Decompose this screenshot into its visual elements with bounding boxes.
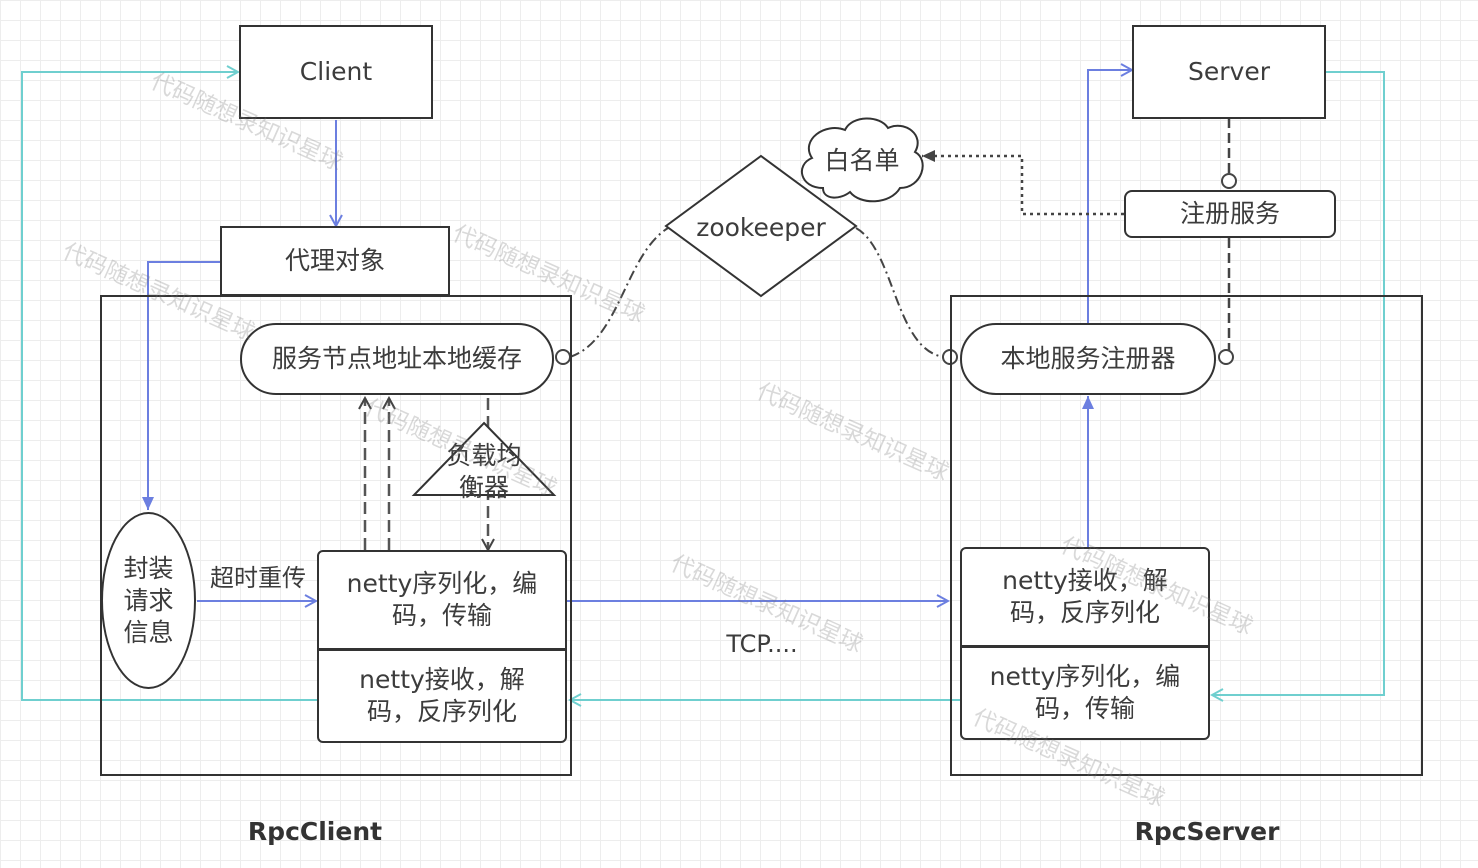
edge-server-to-server-send — [1212, 71, 1385, 695]
server-netty-send-node: netty序列化，编 码，传输 — [960, 646, 1210, 740]
zookeeper-diamond — [664, 154, 858, 298]
zookeeper-label: zookeeper — [696, 213, 826, 242]
rpc-server-title: RpcServer — [1134, 817, 1280, 846]
client-node: Client — [239, 25, 433, 119]
whitelist-label: 白名单 — [824, 146, 900, 175]
service-cache-node: 服务节点地址本地缓存 — [240, 323, 554, 395]
load-balancer-label: 负载均 衡器 — [446, 441, 522, 502]
edge-proxy-to-wrap — [142, 261, 220, 510]
register-service-node: 注册服务 — [1124, 190, 1336, 238]
edge-cache-to-zookeeper — [569, 227, 669, 358]
rpc-server-container — [950, 295, 1423, 776]
rpc-client-title: RpcClient — [247, 817, 383, 846]
server-node: Server — [1132, 25, 1326, 119]
edge-registry-to-server — [1087, 70, 1132, 324]
server-netty-receive-node: netty接收，解 码，反序列化 — [960, 547, 1210, 647]
edge-register-to-whitelist — [922, 150, 1124, 216]
load-balancer-triangle — [411, 421, 557, 496]
wrap-request-node: 封装 请求 信息 — [101, 512, 196, 689]
rpc-client-container — [100, 295, 572, 776]
timeout-retry-label: 超时重传 — [210, 564, 306, 592]
edge-client-receive-to-client — [21, 72, 317, 701]
proxy-object-node: 代理对象 — [220, 226, 450, 296]
whitelist-cloud — [801, 117, 924, 203]
local-registry-node: 本地服务注册器 — [960, 323, 1216, 395]
edge-zookeeper-to-registry — [855, 227, 945, 358]
tcp-label: TCP.... — [726, 630, 798, 658]
client-netty-receive-node: netty接收，解 码，反序列化 — [317, 649, 567, 743]
client-netty-send-node: netty序列化，编 码，传输 — [317, 550, 567, 650]
